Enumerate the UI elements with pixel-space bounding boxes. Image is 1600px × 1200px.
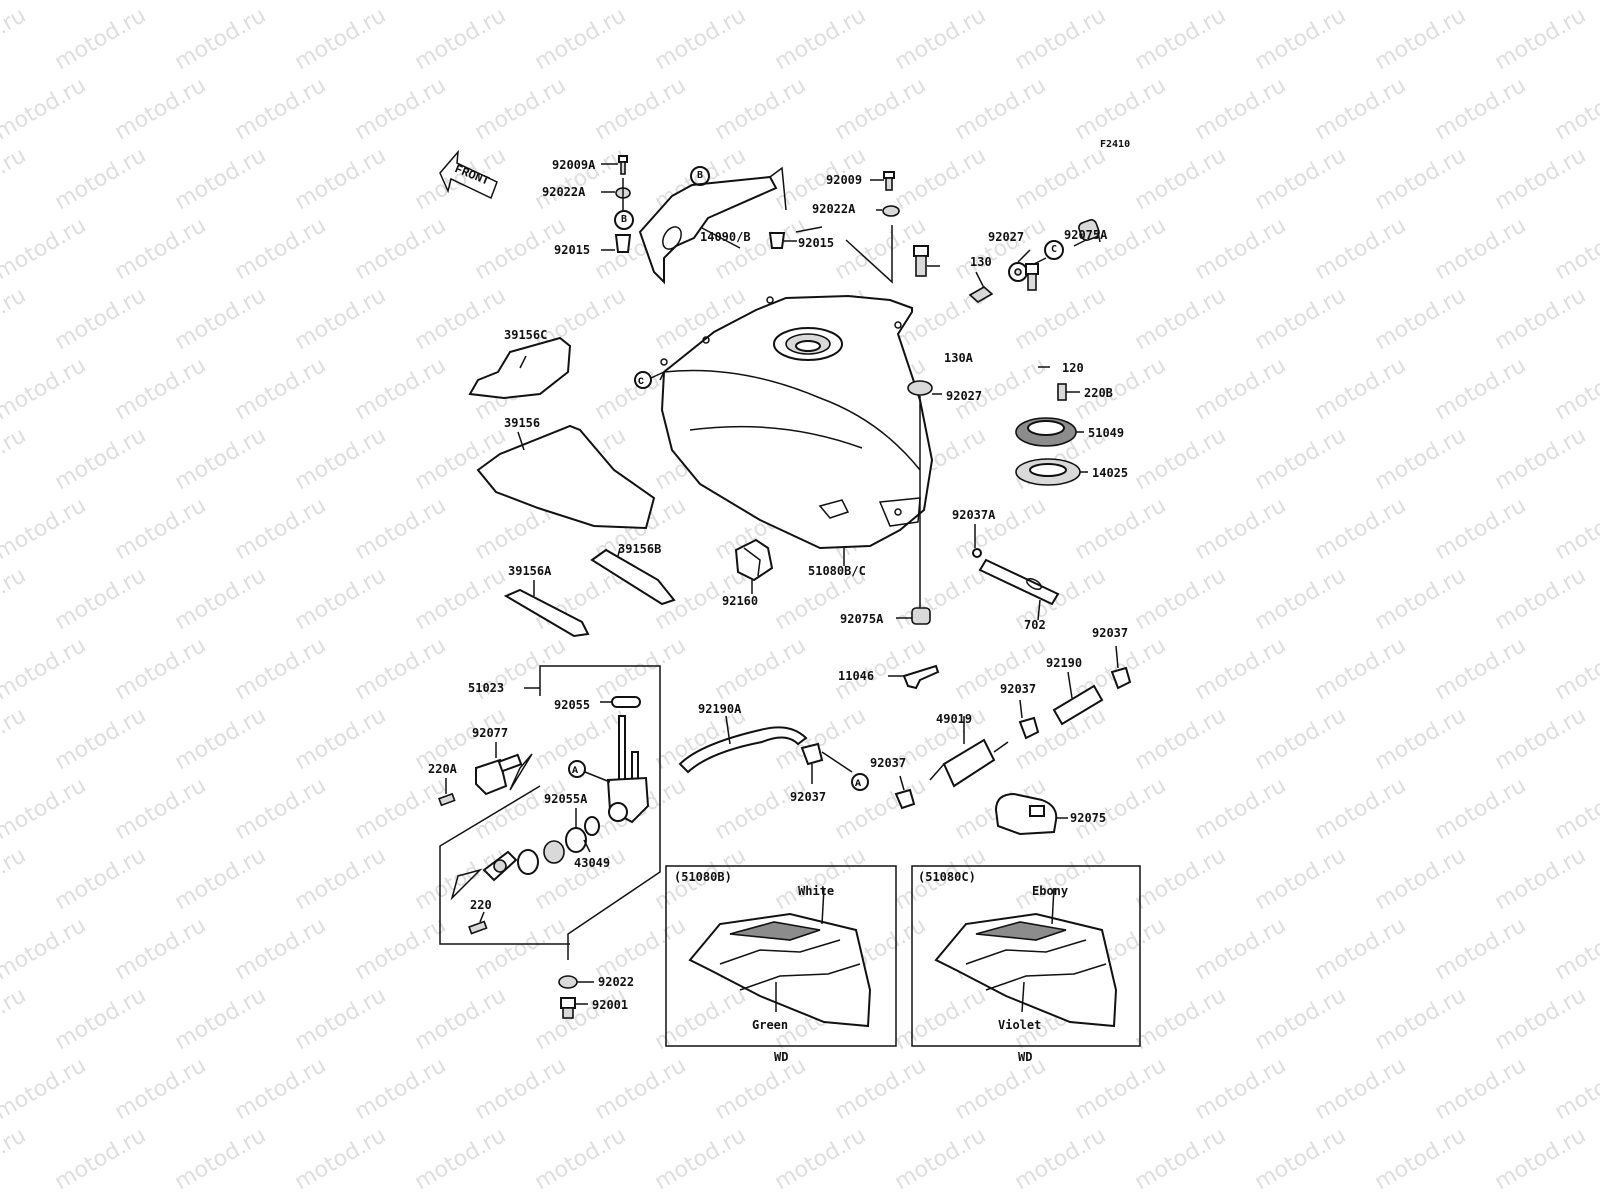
label-39156a: 39156A: [508, 564, 552, 578]
svg-text:C: C: [638, 377, 644, 388]
label-92160: 92160: [722, 594, 759, 608]
label-49019: 49019: [936, 712, 973, 726]
fuel-cap-assembly: [1015, 263, 1088, 486]
clip-92037-c: [1018, 699, 1040, 740]
breather-hose: [972, 524, 1060, 621]
label-92022: 92022: [598, 975, 635, 989]
fuel-filter-49019: [929, 716, 1009, 788]
variant-code-b: (51080B): [674, 870, 732, 884]
variant-code-c: (51080C): [918, 870, 976, 884]
label-14025: 14025: [1092, 466, 1129, 480]
label-51080bc: 51080B/C: [808, 564, 866, 578]
label-92075a-mid: 92075A: [840, 612, 884, 626]
fuel-lever: [438, 742, 533, 807]
label-92037a: 92037A: [952, 508, 996, 522]
right-bolt-stack: [768, 171, 900, 284]
label-11046: 11046: [838, 669, 875, 683]
label-39156b: 39156B: [618, 542, 662, 556]
variant-top-color-b: White: [798, 884, 835, 898]
svg-text:A: A: [572, 766, 578, 777]
label-92009: 92009: [826, 173, 863, 187]
pad-39156b: [590, 547, 676, 606]
label-92190: 92190: [1046, 656, 1083, 670]
fuel-tank-part: [659, 294, 934, 566]
drain-bolt: [558, 975, 594, 1019]
label-92015-left: 92015: [554, 243, 591, 257]
fuel-cock-frame: [439, 665, 661, 960]
variant-top-color-c: Ebony: [1032, 884, 1069, 898]
label-120: 120: [1062, 361, 1084, 375]
damper-92075: [994, 792, 1068, 836]
pad-39156a: [503, 580, 590, 638]
label-130: 130: [970, 255, 992, 269]
clip-92037-b: [894, 775, 916, 810]
variant-market-c: WD: [1018, 1050, 1033, 1064]
label-51023: 51023: [468, 681, 505, 695]
label-92037-b: 92037: [870, 756, 907, 770]
label-220b: 220B: [1084, 386, 1113, 400]
label-92015-right: 92015: [798, 236, 835, 250]
label-92037-d: 92037: [1092, 626, 1129, 640]
seat-cover-part: [638, 166, 823, 285]
hose-92190: [1052, 671, 1104, 726]
label-92055: 92055: [554, 698, 591, 712]
fuel-cock-seals: [450, 808, 600, 935]
label-92190a: 92190A: [698, 702, 742, 716]
label-92075: 92075: [1070, 811, 1107, 825]
clip-92037-d: [1110, 645, 1132, 690]
label-39156c: 39156C: [504, 328, 548, 342]
label-92037-c: 92037: [1000, 682, 1037, 696]
ref-circle-c-mount: C: [1044, 240, 1064, 260]
label-220a: 220A: [428, 762, 457, 776]
variant-bottom-color-c: Violet: [998, 1018, 1042, 1032]
fuel-cock-body: A: [568, 715, 650, 824]
label-92027-top: 92027: [988, 230, 1025, 244]
svg-text:A: A: [855, 779, 861, 790]
label-92055a: 92055A: [544, 792, 588, 806]
oring-92055: [600, 696, 641, 708]
label-130a: 130A: [944, 351, 973, 365]
pad-39156c: [468, 336, 572, 400]
tank-rear-mount: [896, 245, 942, 625]
hose-92190a: A: [678, 715, 869, 791]
label-39156: 39156: [504, 416, 541, 430]
damper-92160: [734, 538, 774, 594]
label-92027-mid: 92027: [946, 389, 983, 403]
front-arrow-label: FRONT: [453, 162, 492, 188]
label-92022a-right: 92022A: [812, 202, 856, 216]
label-92009a: 92009A: [552, 158, 596, 172]
label-92022a-left: 92022A: [542, 185, 586, 199]
label-92077: 92077: [472, 726, 509, 740]
variant-market-b: WD: [774, 1050, 789, 1064]
label-702: 702: [1024, 618, 1046, 632]
label-92001: 92001: [592, 998, 629, 1012]
ref-circle-c-tank: C: [634, 371, 665, 389]
pad-39156: [476, 424, 656, 530]
front-arrow: FRONT: [439, 149, 498, 200]
label-220: 220: [470, 898, 492, 912]
variant-box-51080b: [665, 865, 897, 1047]
label-92037-a: 92037: [790, 790, 827, 804]
ref-circle-b-left: B: [614, 210, 634, 230]
label-51049: 51049: [1088, 426, 1125, 440]
variant-bottom-color-b: Green: [752, 1018, 789, 1032]
bracket-11046: [888, 664, 940, 690]
left-bolt-stack: [601, 155, 632, 253]
label-92075a-top: 92075A: [1064, 228, 1108, 242]
label-43049: 43049: [574, 856, 611, 870]
ref-circle-b-cover: B: [690, 166, 710, 186]
variant-box-51080c: [911, 865, 1141, 1047]
label-14090b: 14090/B: [700, 230, 751, 244]
diagram-code: F2410: [1100, 139, 1131, 150]
